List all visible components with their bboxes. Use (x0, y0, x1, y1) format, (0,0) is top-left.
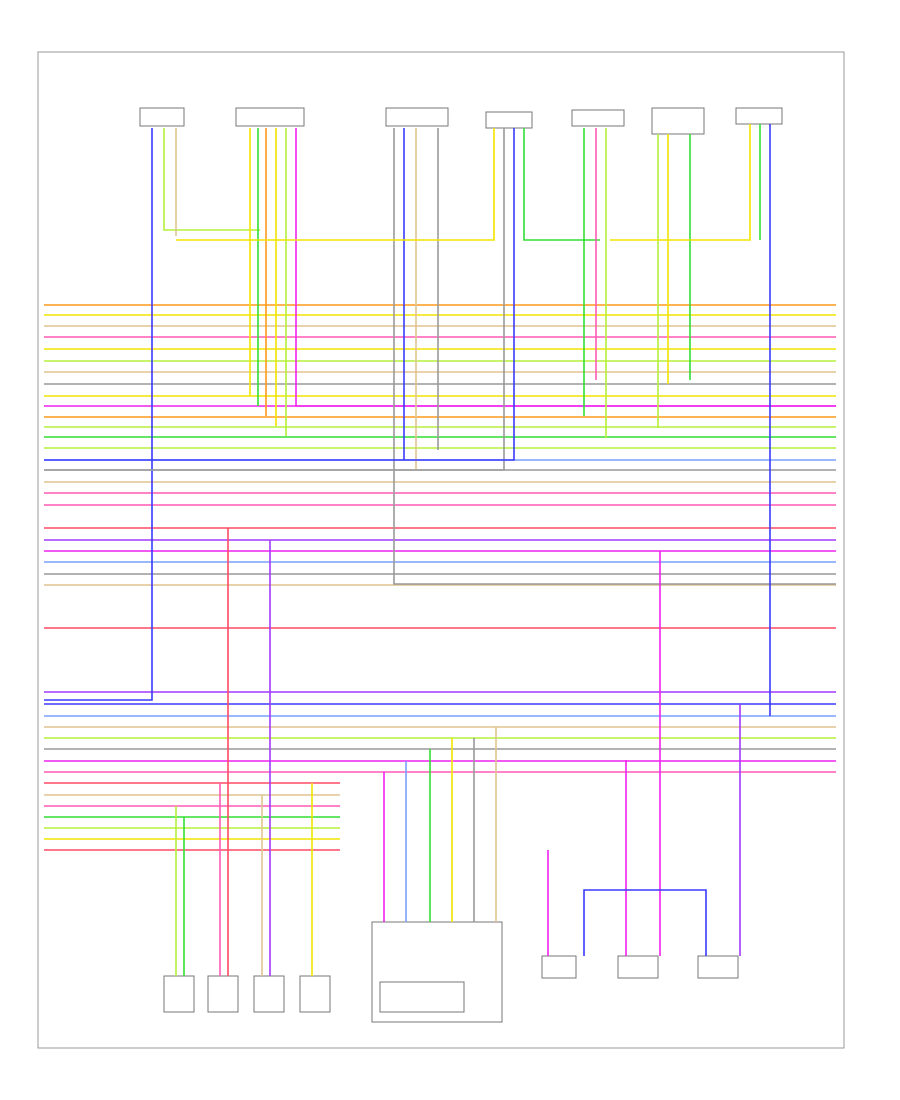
bottom-components (163, 921, 739, 1023)
wire-57 (44, 128, 515, 461)
sensor-connector-7 (735, 107, 783, 125)
sensor-connector-5 (571, 109, 625, 127)
wire-42 (44, 128, 153, 701)
coil-box-1 (163, 975, 195, 1013)
wire-56 (44, 128, 505, 471)
coil-box-3 (253, 975, 285, 1013)
wire-50 (295, 128, 836, 407)
sensor-connector-4 (485, 111, 533, 129)
wire-43 (163, 128, 260, 231)
wire-51 (393, 128, 836, 585)
wire-65 (610, 124, 751, 241)
throttle-body-inner (379, 981, 465, 1013)
diagram-border (37, 51, 845, 1049)
wire-harness (44, 124, 836, 976)
sensor-connector-6 (651, 107, 705, 135)
sensor-box-left (541, 955, 577, 979)
sensor-connector-3 (385, 107, 449, 127)
wire-58 (523, 128, 600, 241)
sensor-connector-1 (139, 107, 185, 127)
top-sensor-connectors (139, 107, 783, 135)
coil-box-4 (299, 975, 331, 1013)
sensor-connector-2 (235, 107, 305, 127)
wire-55 (176, 128, 495, 241)
wire-74 (583, 889, 707, 956)
sensor-box-right (697, 955, 739, 979)
sensor-box-mid (617, 955, 659, 979)
coil-box-2 (207, 975, 239, 1013)
